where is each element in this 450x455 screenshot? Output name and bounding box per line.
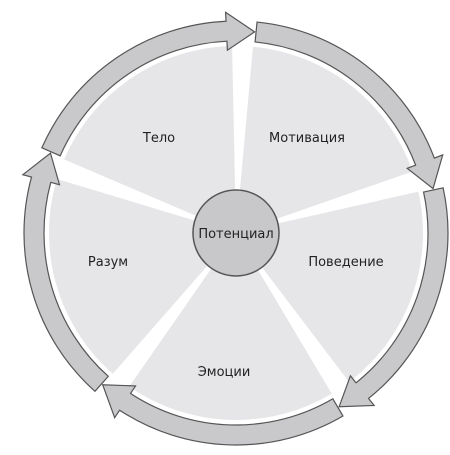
segment-body [64,46,237,233]
center-circle [192,189,280,277]
center-label: Потенциал [198,227,273,242]
cycle-arrow-motivation [254,21,444,190]
cycle-arrow-mind [21,152,110,393]
segment-label-motivation: Мотивация [269,131,345,146]
segment-emotions [129,233,332,420]
segment-mind [49,178,237,374]
cycle-arrow-emotions [101,384,344,446]
cycle-arrow-body [41,11,256,157]
segment-label-behavior: Поведение [308,255,383,270]
cycle-arrow-behavior [338,187,449,408]
segment-motivation [236,46,413,233]
segment-label-emotions: Эмоции [198,365,251,380]
segment-label-body: Тело [142,131,175,146]
segment-behavior [236,191,423,382]
segment-label-mind: Разум [88,255,128,270]
